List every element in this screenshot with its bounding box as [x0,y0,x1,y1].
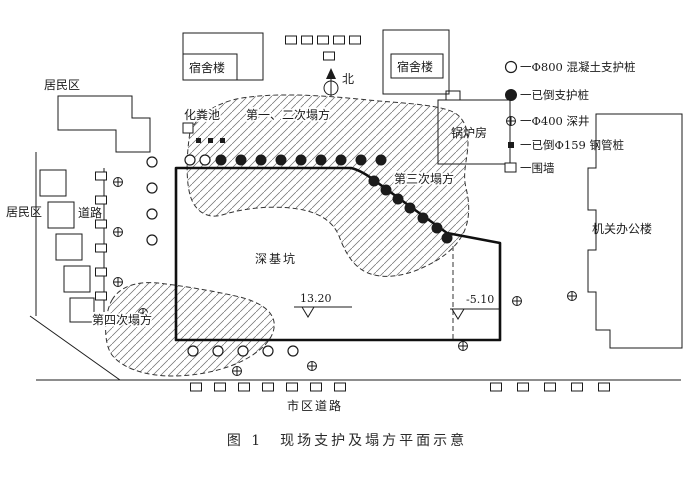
wall-bottom-right [490,382,610,392]
wall-bottom-left [190,382,346,392]
residential-buildings-top [57,95,151,153]
label-city-road: 市区道路 [287,398,343,413]
label-collapse-1-2: 第一、二次塌方 [246,107,330,122]
elevation-top-value: 13.20 [300,292,332,305]
legend-filled-circle-icon [505,89,517,101]
legend-item-label: 一Φ800 混凝土支护桩 [520,60,636,74]
legend-item-label: 一已倒Φ159 钢管桩 [520,138,624,152]
elevation-bottom-value: -5.10 [466,293,494,306]
elevation-marker-top: 13.20 [294,292,352,318]
collapse-zone-4 [105,282,275,377]
dormitory-left-building [182,32,264,81]
legend-open-circle-icon [504,60,518,74]
road-lines [29,152,681,381]
septic-tank-symbol [182,122,194,134]
label-road-left: 道路 [78,205,102,220]
office-building [587,113,683,349]
legend-well-circle-icon [506,116,516,126]
label-septic-tank: 化粪池 [184,108,220,122]
support-pile-symbols [146,154,299,357]
legend-item-label: 一已倒支护桩 [520,88,589,102]
legend-item-label: 一围墙 [520,161,555,175]
label-office: 机关办公楼 [592,221,652,236]
elevation-marker-bottom: -5.10 [450,293,500,320]
residential-buildings-left [39,169,95,323]
figure-caption: 图 1 现场支护及塌方平面示意 [227,432,467,449]
boiler-room-building [437,90,511,165]
collapsed-pile-symbols [215,154,453,244]
label-residential-top: 居民区 [44,78,80,92]
label-collapse-4: 第四次塌方 [92,312,152,327]
legend: 一Φ800 混凝土支护桩 一已倒支护桩 一Φ400 深井 一已倒Φ159 钢管桩… [504,60,636,175]
label-dorm-right: 宿舍楼 [397,59,433,74]
dormitory-right-building [382,29,450,95]
wall-left [95,171,107,301]
steel-pipe-pile-symbols [196,138,225,143]
label-dorm-left: 宿舍楼 [189,60,225,75]
legend-item-label: 一Φ400 深井 [520,114,590,128]
label-deep-pit: 深基坑 [255,251,297,266]
legend-open-square-icon [504,162,517,173]
label-collapse-3: 第三次塌方 [394,171,454,186]
label-north: 北 [342,72,354,86]
collapse-zone-1-2-3 [186,94,470,277]
label-boiler-room: 锅炉房 [451,125,487,140]
label-residential-left: 居民区 [6,205,42,219]
wall-top [285,35,361,61]
north-arrow-icon [323,68,339,96]
legend-filled-square-icon [508,142,514,148]
